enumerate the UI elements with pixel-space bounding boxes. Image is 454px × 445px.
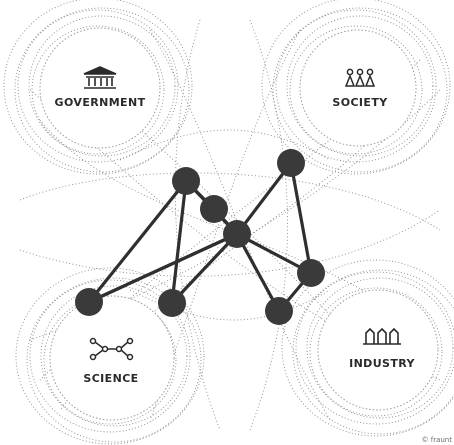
network-node	[200, 195, 228, 223]
dotted-ring	[272, 7, 448, 173]
network-edge	[170, 232, 239, 305]
network-edge	[170, 179, 188, 305]
dotted-ring	[29, 279, 191, 433]
industry-circle	[317, 289, 439, 411]
dotted-ring	[40, 285, 188, 427]
dotted-ring	[289, 25, 423, 155]
people-icon	[344, 68, 376, 87]
dotted-ring	[275, 9, 437, 163]
network-edge	[87, 232, 239, 304]
dotted-ring	[31, 25, 165, 155]
government-label: GOVERNMENT	[55, 96, 146, 109]
dotted-ring	[26, 277, 202, 443]
dotted-flow-curve	[249, 19, 288, 431]
science-circle	[49, 295, 175, 421]
dotted-ring	[15, 267, 205, 445]
society-label: SOCIETY	[332, 96, 388, 109]
science-label: SCIENCE	[83, 372, 138, 385]
dotted-ring	[281, 259, 454, 437]
dotted-ring	[286, 15, 434, 157]
network-node	[297, 259, 325, 287]
network-node	[223, 220, 251, 248]
dotted-ring	[3, 0, 193, 175]
dotted-flow-curve	[174, 19, 221, 431]
credit-text: © fraunt	[421, 436, 452, 444]
factory-icon	[363, 327, 401, 345]
dotted-ring	[292, 269, 454, 435]
government-building-icon	[83, 66, 117, 89]
network-edge	[235, 232, 281, 313]
dotted-ring	[309, 287, 443, 417]
dotted-ring	[306, 277, 454, 419]
network-edge	[235, 161, 293, 236]
network-edge	[289, 161, 313, 275]
dotted-ring	[17, 9, 179, 163]
network-node	[158, 289, 186, 317]
network-nodes	[75, 149, 325, 325]
network-edge	[87, 179, 188, 304]
molecule-network-icon	[89, 337, 134, 361]
network-node	[172, 167, 200, 195]
dotted-ring	[43, 295, 177, 425]
network-node	[265, 297, 293, 325]
network-node	[75, 288, 103, 316]
network-node	[277, 149, 305, 177]
society-circle	[299, 29, 417, 147]
industry-label: INDUSTRY	[349, 357, 415, 370]
dotted-flow-curve	[19, 172, 441, 231]
dotted-ring	[261, 0, 451, 175]
dotted-ring	[295, 271, 454, 425]
dotted-ring	[14, 7, 190, 173]
dotted-ring	[28, 15, 176, 157]
